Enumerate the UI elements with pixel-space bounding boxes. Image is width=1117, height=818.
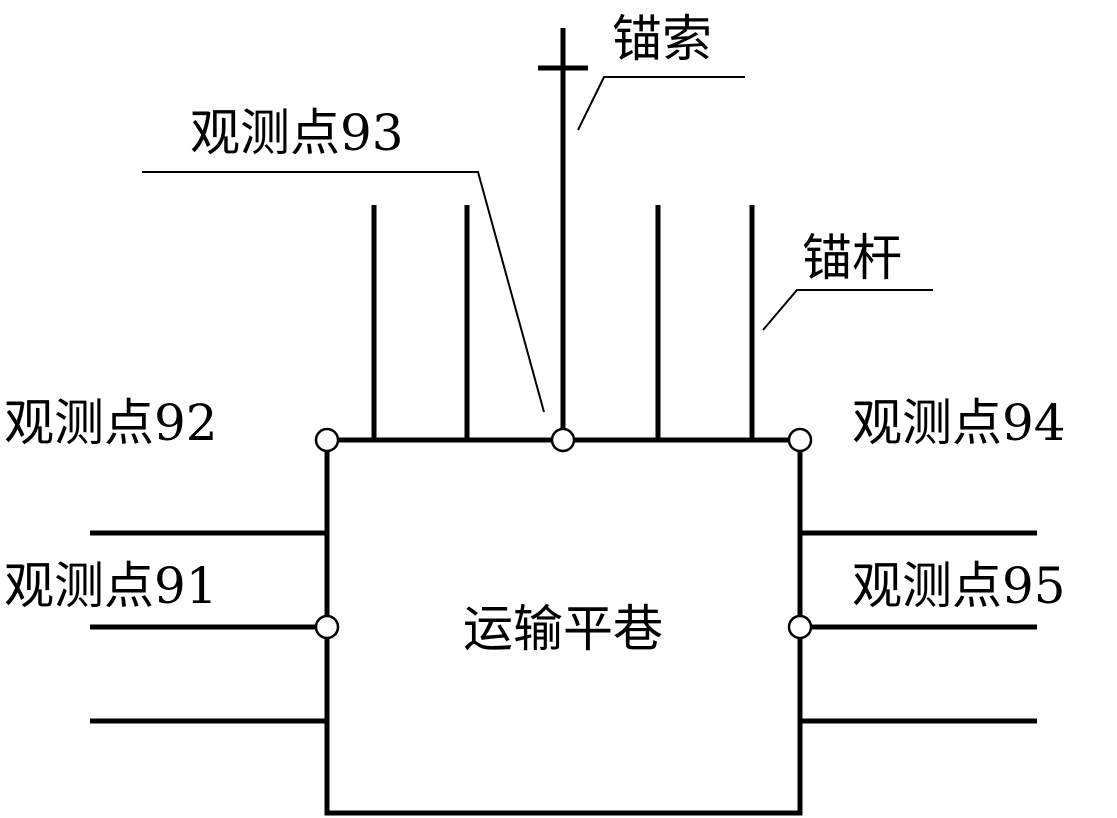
observation-point-93-leader [142,171,545,413]
observation-point-91-label: 观测点91 [4,557,218,615]
observation-point-93-label: 观测点93 [190,104,404,162]
observation-point-95-marker [787,614,813,640]
observation-point-92-label: 观测点92 [4,394,218,452]
anchor-bolt-leader [762,289,933,331]
roadway-label: 运输平巷 [463,600,663,658]
anchor-bolt-label: 锚杆 [802,229,902,287]
anchor-cable-label: 锚索 [612,10,712,68]
observation-point-94-label: 观测点94 [852,394,1066,452]
observation-point-95-label: 观测点95 [852,557,1066,615]
anchor-cable-leader [577,76,745,131]
observation-point-94-marker [787,427,813,453]
observation-point-92-marker [314,427,340,453]
observation-point-93-marker [550,427,576,453]
observation-point-91-marker [314,614,340,640]
